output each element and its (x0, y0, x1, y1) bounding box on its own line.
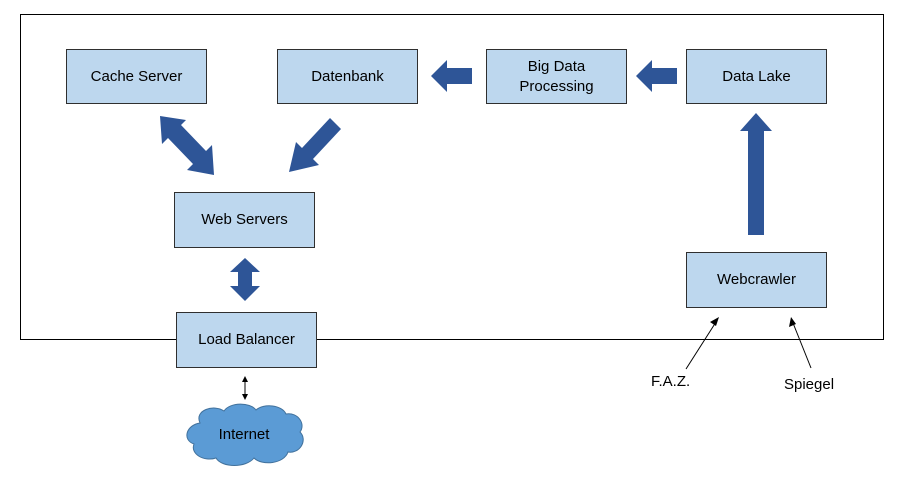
webcrawler-label: Webcrawler (717, 271, 796, 288)
cache-server-box: Cache Server (66, 49, 207, 104)
spiegel-source-label: Spiegel (784, 376, 835, 393)
big-data-processing-label: Big Data Processing (519, 57, 594, 95)
web-servers-label: Web Servers (201, 211, 288, 228)
arrow-datalake-to-bigdata (636, 60, 677, 92)
arrow-faz-to-webcrawler (685, 317, 719, 370)
arrow-cache-webservers (160, 116, 214, 175)
cache-server-label: Cache Server (90, 67, 183, 85)
faz-source-label: F.A.Z. (651, 373, 691, 390)
internet-cloud-shape (186, 403, 304, 466)
web-servers-box: Web Servers (174, 192, 315, 248)
data-lake-box: Data Lake (686, 49, 827, 104)
arrow-spiegel-to-webcrawler (789, 317, 812, 369)
datenbank-box: Datenbank (277, 49, 418, 104)
arrow-webservers-loadbalancer (230, 258, 260, 301)
internet-label: Internet (218, 426, 270, 443)
system-boundary (20, 14, 884, 340)
arrow-webcrawler-to-datalake (740, 113, 772, 235)
load-balancer-box: Load Balancer (176, 312, 317, 368)
arrow-datenbank-to-webservers (289, 118, 341, 172)
data-lake-label: Data Lake (722, 67, 791, 85)
webcrawler-box: Webcrawler (686, 252, 827, 308)
big-data-processing-box: Big Data Processing (486, 49, 627, 104)
arrow-loadbalancer-internet (242, 376, 248, 400)
datenbank-label: Datenbank (311, 67, 384, 85)
arrow-bigdata-to-datenbank (431, 60, 472, 92)
load-balancer-label: Load Balancer (198, 331, 295, 348)
